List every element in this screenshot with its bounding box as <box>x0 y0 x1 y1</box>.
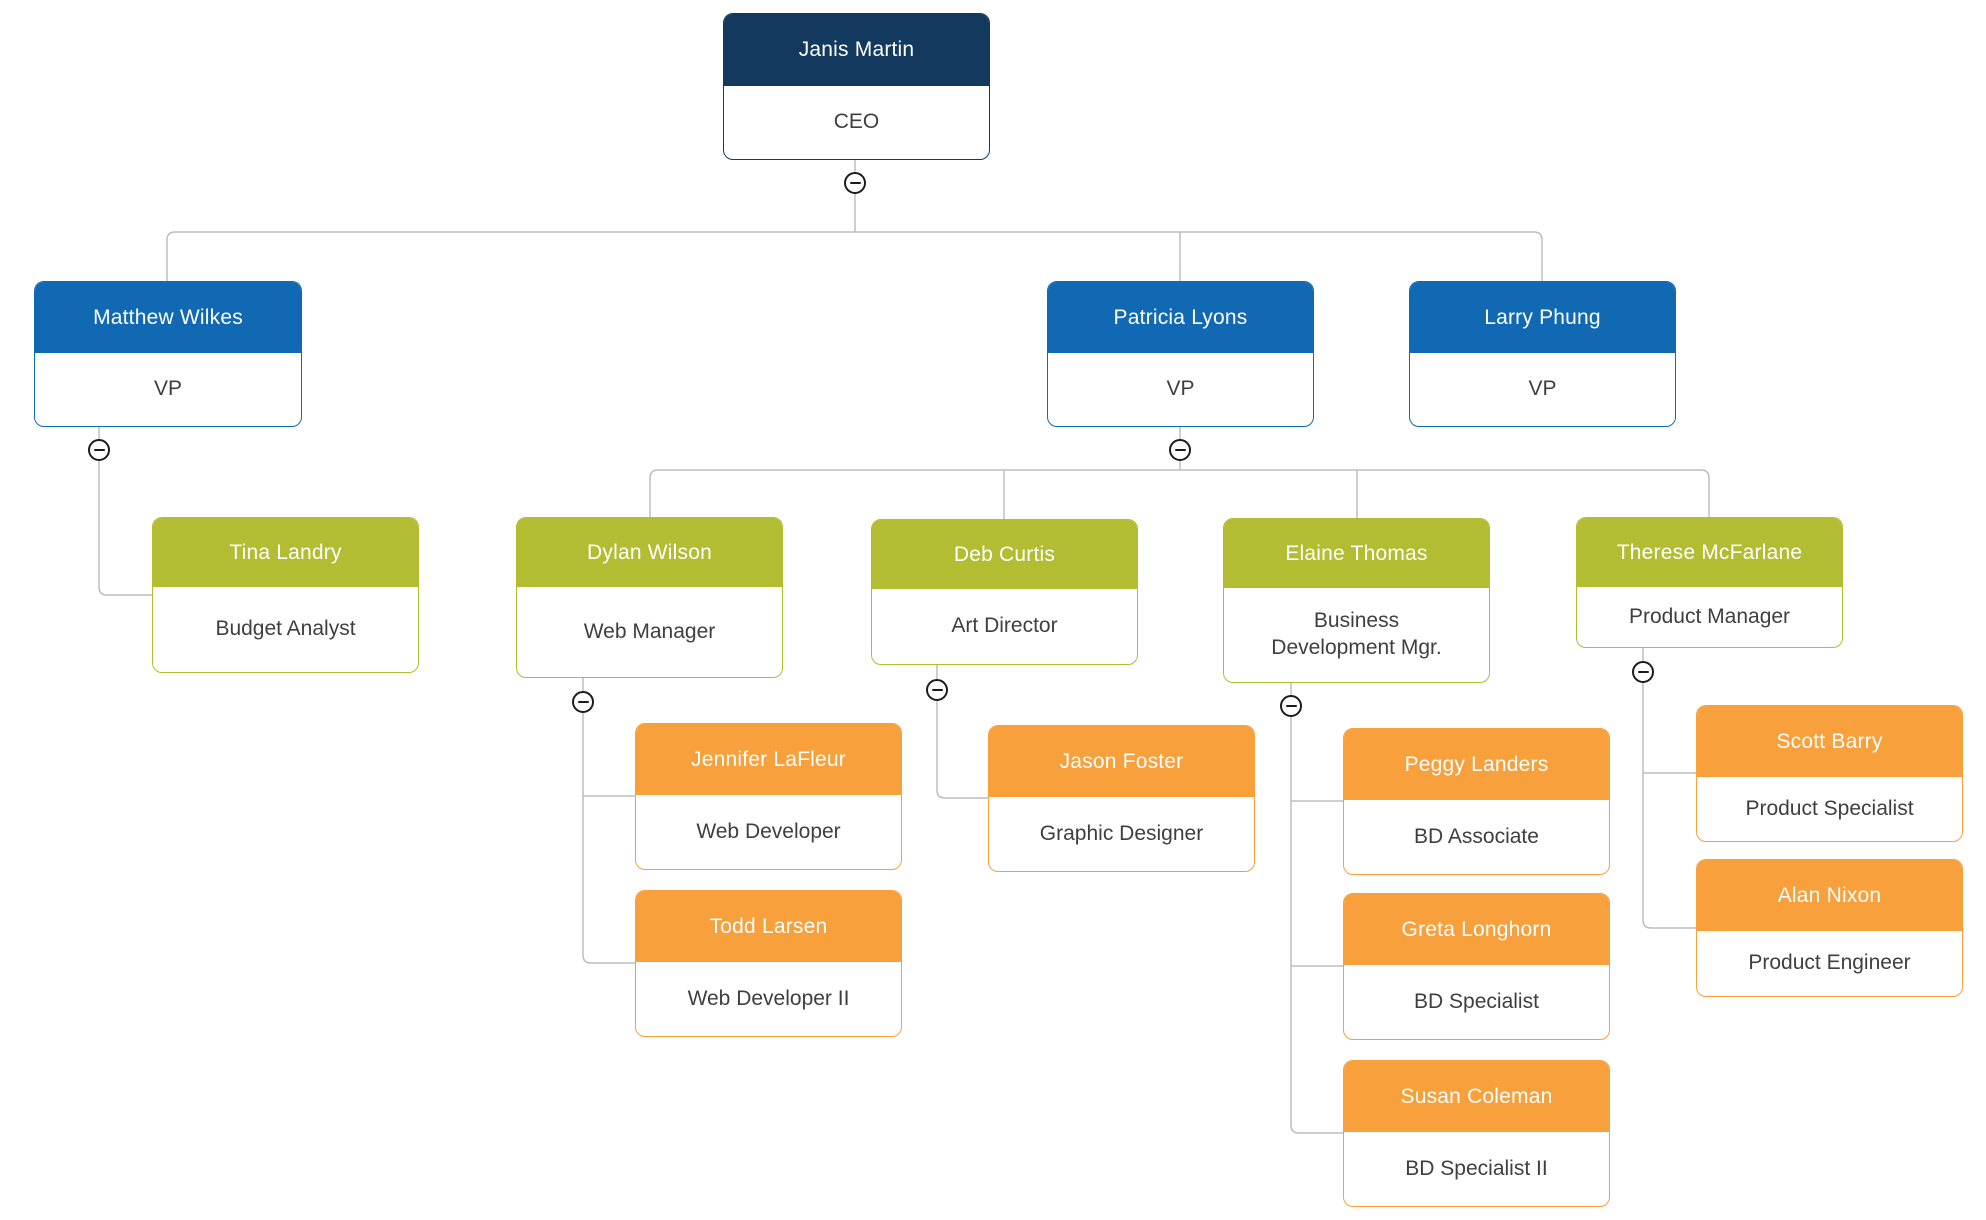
org-node-title: CEO <box>833 110 880 134</box>
org-node-elaine-thomas[interactable]: Elaine Thomas Business Development Mgr. <box>1223 518 1490 683</box>
org-node-title: Web Manager <box>583 619 716 643</box>
org-node-name: Deb Curtis <box>872 520 1137 589</box>
org-node-title: Web Developer <box>696 819 841 843</box>
org-node-title: BD Associate <box>1414 824 1539 848</box>
org-node-title: VP <box>153 377 182 401</box>
collapse-button-elaine-thomas[interactable] <box>1280 695 1302 717</box>
org-node-name: Matthew Wilkes <box>35 282 301 353</box>
org-node-deb-curtis[interactable]: Deb Curtis Art Director <box>871 519 1138 665</box>
org-node-name: Larry Phung <box>1410 282 1675 353</box>
org-node-janis-martin[interactable]: Janis Martin CEO <box>723 13 990 160</box>
org-node-jennifer-lafleur[interactable]: Jennifer LaFleur Web Developer <box>635 723 902 870</box>
org-node-matthew-wilkes[interactable]: Matthew Wilkes VP <box>34 281 302 427</box>
org-node-name: Janis Martin <box>724 14 989 86</box>
org-node-name: Scott Barry <box>1697 706 1962 777</box>
org-node-name: Todd Larsen <box>636 891 901 962</box>
org-node-name: Susan Coleman <box>1344 1061 1609 1132</box>
org-node-name: Tina Landry <box>153 518 418 587</box>
org-node-name: Dylan Wilson <box>517 518 782 587</box>
org-node-therese-mcfarlane[interactable]: Therese McFarlane Product Manager <box>1576 517 1843 648</box>
org-node-title: BD Specialist <box>1414 989 1539 1013</box>
org-node-name: Patricia Lyons <box>1048 282 1313 353</box>
minus-icon <box>1174 448 1186 452</box>
org-node-title: Product Specialist <box>1745 796 1914 820</box>
collapse-button-matthew-wilkes[interactable] <box>88 439 110 461</box>
minus-icon <box>931 688 943 692</box>
collapse-button-janis-martin[interactable] <box>844 172 866 194</box>
org-node-title: Budget Analyst <box>215 617 356 641</box>
org-node-title: VP <box>1166 377 1195 401</box>
org-node-dylan-wilson[interactable]: Dylan Wilson Web Manager <box>516 517 783 678</box>
org-node-name: Peggy Landers <box>1344 729 1609 800</box>
org-node-title: Product Manager <box>1628 604 1791 628</box>
org-node-larry-phung[interactable]: Larry Phung VP <box>1409 281 1676 427</box>
collapse-button-dylan-wilson[interactable] <box>572 691 594 713</box>
org-node-name: Therese McFarlane <box>1577 518 1842 587</box>
minus-icon <box>1285 704 1297 708</box>
org-node-jason-foster[interactable]: Jason Foster Graphic Designer <box>988 725 1255 872</box>
org-node-title: Product Engineer <box>1748 951 1911 975</box>
org-node-name: Greta Longhorn <box>1344 894 1609 965</box>
minus-icon <box>1637 670 1649 674</box>
org-node-title: BD Specialist II <box>1405 1156 1548 1180</box>
org-node-name: Alan Nixon <box>1697 860 1962 931</box>
org-node-todd-larsen[interactable]: Todd Larsen Web Developer II <box>635 890 902 1037</box>
org-node-name: Elaine Thomas <box>1224 519 1489 588</box>
org-node-title: Web Developer II <box>687 986 850 1010</box>
org-node-title: Business Development Mgr. <box>1271 609 1442 659</box>
org-node-peggy-landers[interactable]: Peggy Landers BD Associate <box>1343 728 1610 875</box>
collapse-button-patricia-lyons[interactable] <box>1169 439 1191 461</box>
collapse-button-therese-mcfarlane[interactable] <box>1632 661 1654 683</box>
org-node-scott-barry[interactable]: Scott Barry Product Specialist <box>1696 705 1963 842</box>
org-node-title: Art Director <box>951 614 1058 638</box>
collapse-button-deb-curtis[interactable] <box>926 679 948 701</box>
org-node-patricia-lyons[interactable]: Patricia Lyons VP <box>1047 281 1314 427</box>
org-node-title: VP <box>1528 377 1557 401</box>
org-node-tina-landry[interactable]: Tina Landry Budget Analyst <box>152 517 419 673</box>
minus-icon <box>849 181 861 185</box>
org-node-alan-nixon[interactable]: Alan Nixon Product Engineer <box>1696 859 1963 997</box>
org-node-title: Graphic Designer <box>1039 821 1204 845</box>
minus-icon <box>577 700 589 704</box>
org-node-greta-longhorn[interactable]: Greta Longhorn BD Specialist <box>1343 893 1610 1040</box>
minus-icon <box>93 448 105 452</box>
org-node-name: Jason Foster <box>989 726 1254 797</box>
org-node-susan-coleman[interactable]: Susan Coleman BD Specialist II <box>1343 1060 1610 1207</box>
org-node-name: Jennifer LaFleur <box>636 724 901 795</box>
